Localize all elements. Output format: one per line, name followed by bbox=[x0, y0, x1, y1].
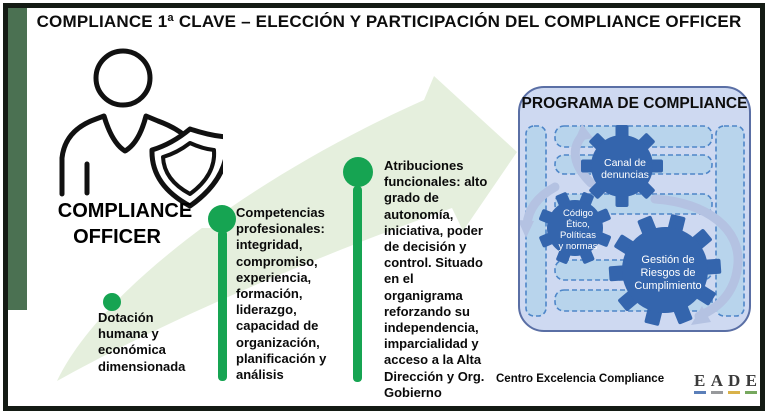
eade-letter-1: E bbox=[693, 371, 706, 394]
credit-text: Centro Excelencia Compliance bbox=[496, 373, 665, 385]
eade-letter-4: E bbox=[745, 371, 758, 394]
eade-letter-2: A bbox=[711, 371, 723, 394]
eade-letter-3: D bbox=[728, 371, 740, 394]
officer-label-top: COMPLIANCE bbox=[57, 200, 193, 222]
milestone-text-1: Dotación humana y económica dimensionada bbox=[98, 310, 186, 374]
gear-label-codigo-etico: Código Ético, Políticas y normas bbox=[558, 208, 598, 252]
milestone-dot-1 bbox=[103, 293, 121, 311]
programa-compliance-panel: PROGRAMA DE COMPLIANCE Canal de denuncia… bbox=[518, 86, 751, 332]
gear-label-gestion-riesgos: Gestión de Riesgos de Cumplimiento bbox=[634, 254, 702, 292]
left-accent-band bbox=[8, 8, 27, 310]
page-title: COMPLIANCE 1ª CLAVE – ELECCIÓN Y PARTICI… bbox=[36, 12, 742, 31]
programa-gears-graphic bbox=[520, 124, 745, 326]
compliance-officer-card: COMPLIANCE bbox=[27, 24, 230, 228]
milestone-text-3: Atribuciones funcionales: alto grado de … bbox=[384, 158, 488, 400]
person-with-shield-icon bbox=[59, 48, 230, 209]
gear-label-canal-denuncias: Canal de denuncias bbox=[601, 157, 649, 181]
milestone-line-3 bbox=[353, 186, 362, 382]
officer-label-bottom: OFFICER bbox=[73, 226, 161, 248]
milestone-dot-3 bbox=[343, 157, 373, 187]
milestone-line-2 bbox=[218, 230, 227, 381]
milestone-text-2: Competencias profesionales: integridad, … bbox=[236, 205, 327, 383]
milestone-dot-2 bbox=[208, 205, 236, 233]
eade-logo: E A D E bbox=[691, 362, 760, 403]
programa-title: PROGRAMA DE COMPLIANCE bbox=[521, 95, 748, 112]
